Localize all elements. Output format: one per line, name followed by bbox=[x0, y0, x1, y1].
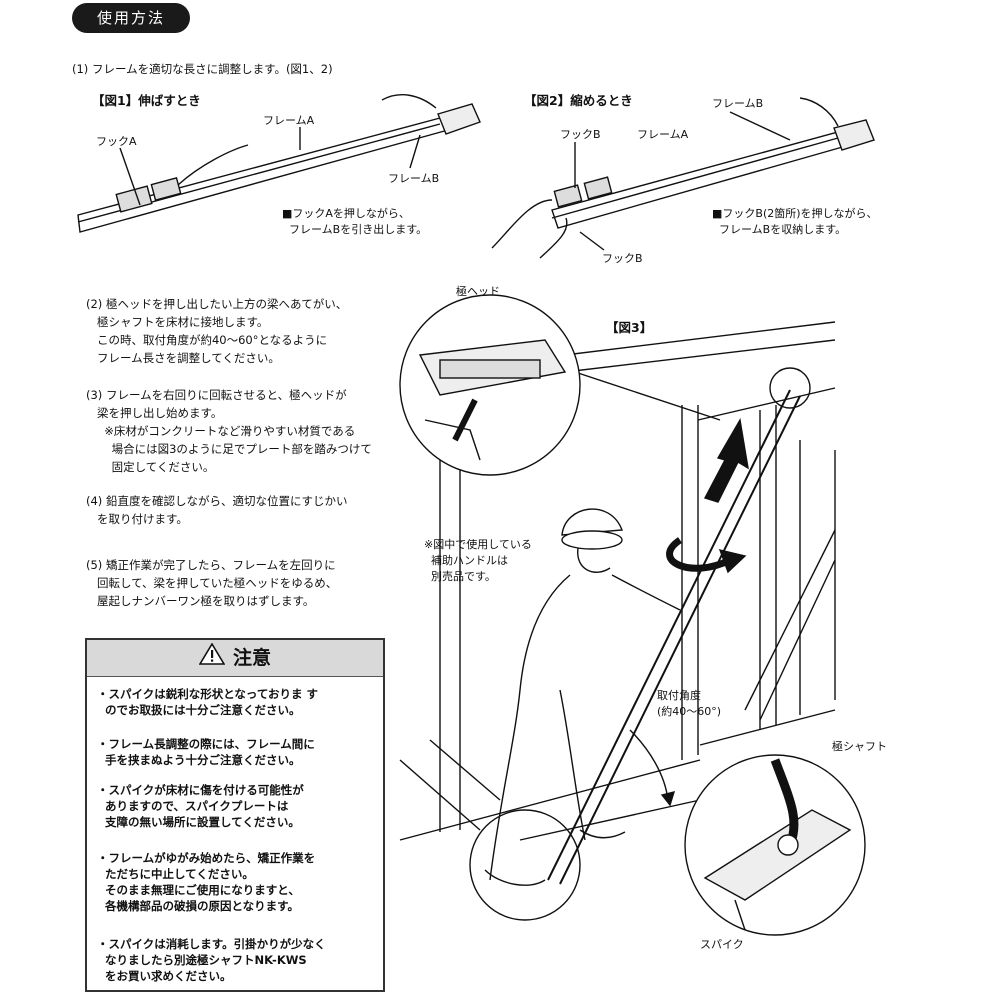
caution-item: ・スパイクは鋭利な形状となっておりま す のでお取扱には十分ご注意ください。 bbox=[97, 687, 319, 717]
worker-illustration bbox=[484, 508, 681, 886]
head-detail-circle bbox=[399, 294, 811, 476]
caution-header: 注意 bbox=[87, 640, 383, 677]
caution-box: 注意 ・スパイクは鋭利な形状となっておりま す のでお取扱には十分ご注意ください… bbox=[85, 638, 385, 992]
fig3-title: 【図3】 bbox=[606, 320, 653, 335]
fig2-frame-illustration bbox=[491, 97, 875, 259]
caution-item: ・フレームがゆがみ始めたら、矯正作業を ただちに中止してください。 そのまま無理… bbox=[97, 851, 316, 913]
step-1-text: (1) フレームを適切な長さに調整します。(図1、2) bbox=[72, 62, 333, 76]
caution-item: ・スパイクが床材に傷を付ける可能性が ありますので、スパイクプレートは 支障の無… bbox=[97, 783, 304, 829]
section-title: 使用方法 bbox=[72, 3, 190, 33]
fig1-hook-a-label: フックA bbox=[96, 135, 137, 148]
fig1-frame-a-label: フレームA bbox=[263, 114, 315, 127]
fig3-shaft-label: 極シャフト bbox=[832, 740, 887, 753]
caution-title: 注意 bbox=[232, 647, 271, 669]
caution-item: ・スパイクは消耗します。引掛かりが少なく なりましたら別途極シャフトNK-KWS… bbox=[97, 937, 326, 983]
fig3-spike-label: スパイク bbox=[700, 938, 744, 951]
step-3-text: (3) フレームを右回りに回転させると、極ヘッドが 梁を押し出し始めます。 ※床… bbox=[86, 388, 372, 474]
fig1-frame-illustration bbox=[77, 94, 481, 233]
fig3-handle-note: ※図中で使用している 補助ハンドルは 別売品です。 bbox=[424, 538, 532, 583]
step-5-text: (5) 矯正作業が完了したら、フレームを左回りに 回転して、梁を押していた極ヘッ… bbox=[86, 558, 338, 608]
caution-item: ・フレーム長調整の際には、フレーム間に 手を挟まぬよう十分ご注意ください。 bbox=[97, 737, 315, 767]
fig2-title: 【図2】縮めるとき bbox=[524, 93, 633, 108]
fig2-frame-b-label: フレームB bbox=[712, 97, 764, 110]
step-4-text: (4) 鉛直度を確認しながら、適切な位置にすじかい を取り付けます。 bbox=[86, 494, 348, 526]
fig2-hook-b-top-label: フックB bbox=[560, 128, 601, 141]
movement-arrows bbox=[629, 417, 749, 807]
shaft-detail-circle bbox=[469, 754, 866, 936]
fig1-title: 【図1】伸ばすとき bbox=[92, 93, 201, 108]
step-2-text: (2) 極ヘッドを押し出したい上方の梁へあてがい、 極シャフトを床材に接地します… bbox=[86, 297, 348, 365]
fig2-frame-a-label: フレームA bbox=[637, 128, 689, 141]
fig1-note: ■フックAを押しながら、 フレームBを引き出します。 bbox=[282, 207, 428, 236]
warning-triangle-icon bbox=[198, 641, 226, 677]
fig2-hook-b-bottom-label: フックB bbox=[602, 252, 643, 265]
fig1-frame-b-label: フレームB bbox=[388, 172, 440, 185]
fig3-angle-label: 取付角度 (約40～60°) bbox=[657, 689, 722, 718]
fig3-building-illustration bbox=[399, 321, 836, 885]
fig2-note: ■フックB(2箇所)を押しながら、 フレームBを収納します。 bbox=[712, 207, 878, 236]
